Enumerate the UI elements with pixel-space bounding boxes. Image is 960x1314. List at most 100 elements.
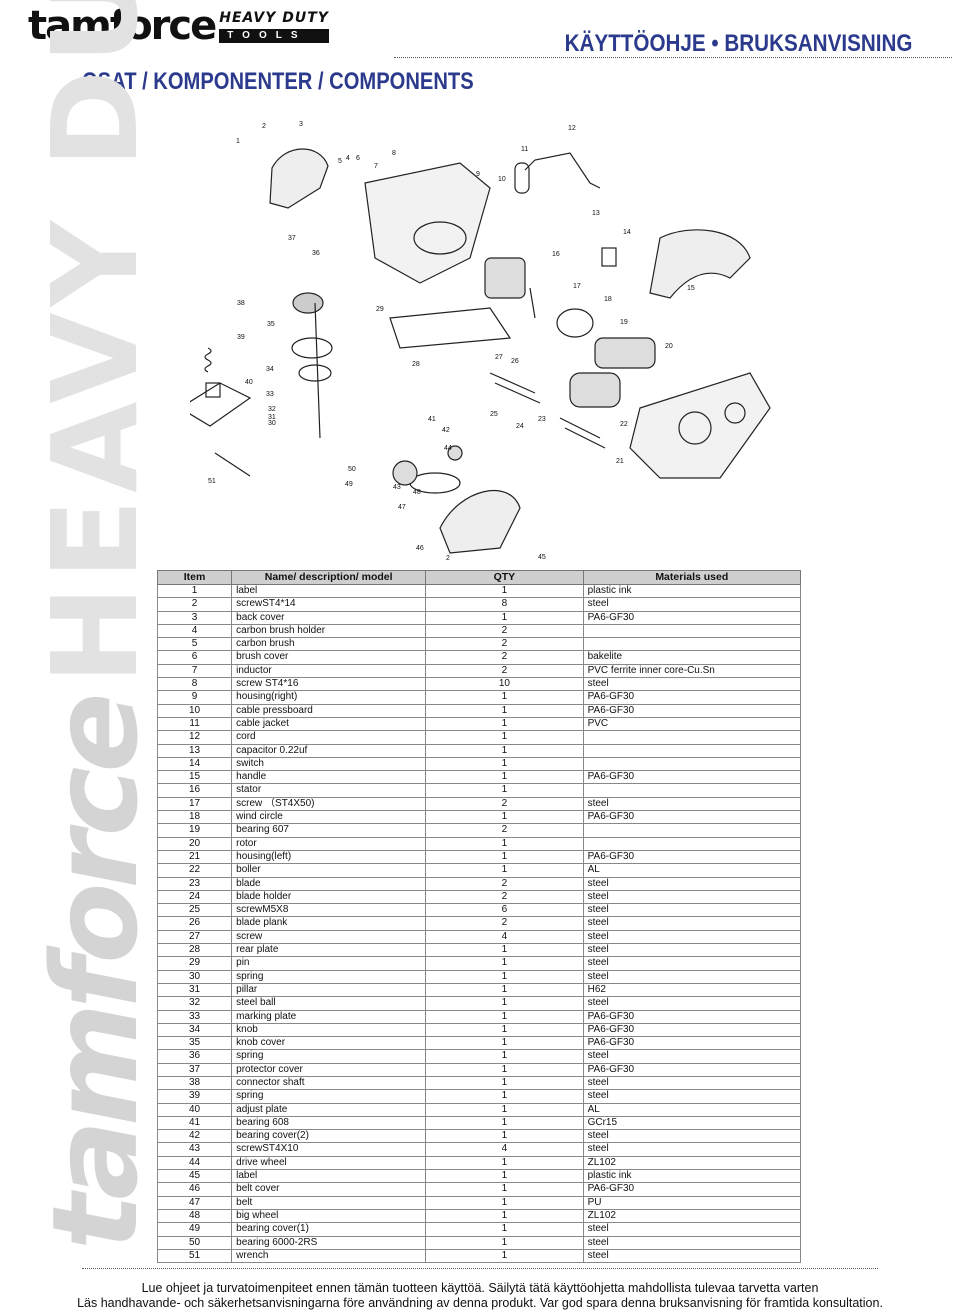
cell-material: steel xyxy=(582,1129,802,1144)
cell-item: 9 xyxy=(156,690,233,705)
cell-item: 8 xyxy=(156,677,233,692)
cell-item: 16 xyxy=(156,783,233,798)
cell-item: 14 xyxy=(156,756,233,772)
watermark-brand: tamforce xyxy=(26,698,164,1250)
cell-name: cord xyxy=(231,730,427,745)
cell-item: 28 xyxy=(156,943,233,958)
logo-tools: TOOLS xyxy=(219,29,329,43)
cell-material: steel xyxy=(582,929,802,945)
cell-name: label xyxy=(231,1169,427,1184)
cell-name: wrench xyxy=(231,1248,427,1264)
cell-material: steel xyxy=(582,796,802,812)
cell-qty: 1 xyxy=(425,783,584,798)
cell-item: 7 xyxy=(156,663,233,679)
cell-qty: 1 xyxy=(425,982,584,998)
cell-qty: 2 xyxy=(425,916,584,931)
cell-name: knob cover xyxy=(231,1036,427,1051)
cell-name: screwM5X8 xyxy=(231,903,427,918)
cell-name: screwST4*14 xyxy=(231,597,427,612)
cell-material: PA6-GF30 xyxy=(582,770,802,785)
cell-item: 1 xyxy=(156,583,233,599)
col-name-header: Name/ description/ model xyxy=(231,570,427,585)
cell-name: adjust plate xyxy=(231,1102,427,1117)
cell-material: PA6-GF30 xyxy=(582,1062,802,1077)
cell-name: bearing cover(2) xyxy=(231,1129,427,1144)
cell-qty: 2 xyxy=(425,623,584,639)
svg-text:37: 37 xyxy=(288,235,296,242)
cell-qty: 1 xyxy=(425,849,584,865)
cell-item: 20 xyxy=(156,836,233,851)
cell-item: 24 xyxy=(156,889,233,905)
svg-text:27: 27 xyxy=(495,354,503,361)
cell-material xyxy=(582,637,802,652)
cell-name: carbon brush xyxy=(231,637,427,652)
svg-text:3: 3 xyxy=(299,121,303,128)
cell-material: PVC xyxy=(582,716,802,732)
cell-material: steel xyxy=(582,903,802,918)
svg-text:1: 1 xyxy=(236,138,240,145)
cell-item: 41 xyxy=(156,1115,233,1131)
footer-divider xyxy=(82,1268,878,1269)
cell-qty: 1 xyxy=(425,863,584,878)
cell-qty: 1 xyxy=(425,1102,584,1117)
cell-item: 39 xyxy=(156,1089,233,1104)
cell-name: capacitor 0.22uf xyxy=(231,743,427,758)
svg-text:50: 50 xyxy=(348,466,356,473)
cell-item: 4 xyxy=(156,623,233,639)
cell-qty: 1 xyxy=(425,1129,584,1144)
svg-text:5: 5 xyxy=(338,158,342,165)
cell-qty: 1 xyxy=(425,583,584,599)
cell-qty: 1 xyxy=(425,730,584,745)
cell-name: spring xyxy=(231,1089,427,1104)
cell-item: 3 xyxy=(156,610,233,625)
cell-qty: 1 xyxy=(425,996,584,1011)
svg-text:31: 31 xyxy=(268,414,276,421)
cell-item: 6 xyxy=(156,650,233,665)
svg-text:20: 20 xyxy=(665,343,673,350)
cell-qty: 1 xyxy=(425,810,584,825)
cell-qty: 1 xyxy=(425,1182,584,1197)
svg-text:47: 47 xyxy=(398,504,406,511)
cell-material: steel xyxy=(582,889,802,905)
svg-text:45: 45 xyxy=(538,554,546,561)
cell-item: 13 xyxy=(156,743,233,758)
cell-item: 17 xyxy=(156,796,233,812)
cell-name: pillar xyxy=(231,982,427,998)
cell-material: GCr15 xyxy=(582,1115,802,1131)
svg-text:49: 49 xyxy=(345,481,353,488)
cell-qty: 1 xyxy=(425,1036,584,1051)
col-material-header: Materials used xyxy=(582,570,802,585)
cell-item: 18 xyxy=(156,810,233,825)
svg-text:36: 36 xyxy=(312,250,320,257)
cell-qty: 6 xyxy=(425,903,584,918)
cell-name: screw xyxy=(231,929,427,945)
cell-item: 26 xyxy=(156,916,233,931)
cell-qty: 1 xyxy=(425,836,584,851)
cell-material: AL xyxy=(582,863,802,878)
cell-qty: 10 xyxy=(425,677,584,692)
cell-material xyxy=(582,743,802,758)
cell-item: 42 xyxy=(156,1129,233,1144)
cell-item: 22 xyxy=(156,863,233,878)
brand-watermark: tamforceHEAVY DUTY xyxy=(26,0,164,1250)
cell-item: 31 xyxy=(156,982,233,998)
cell-item: 48 xyxy=(156,1208,233,1224)
